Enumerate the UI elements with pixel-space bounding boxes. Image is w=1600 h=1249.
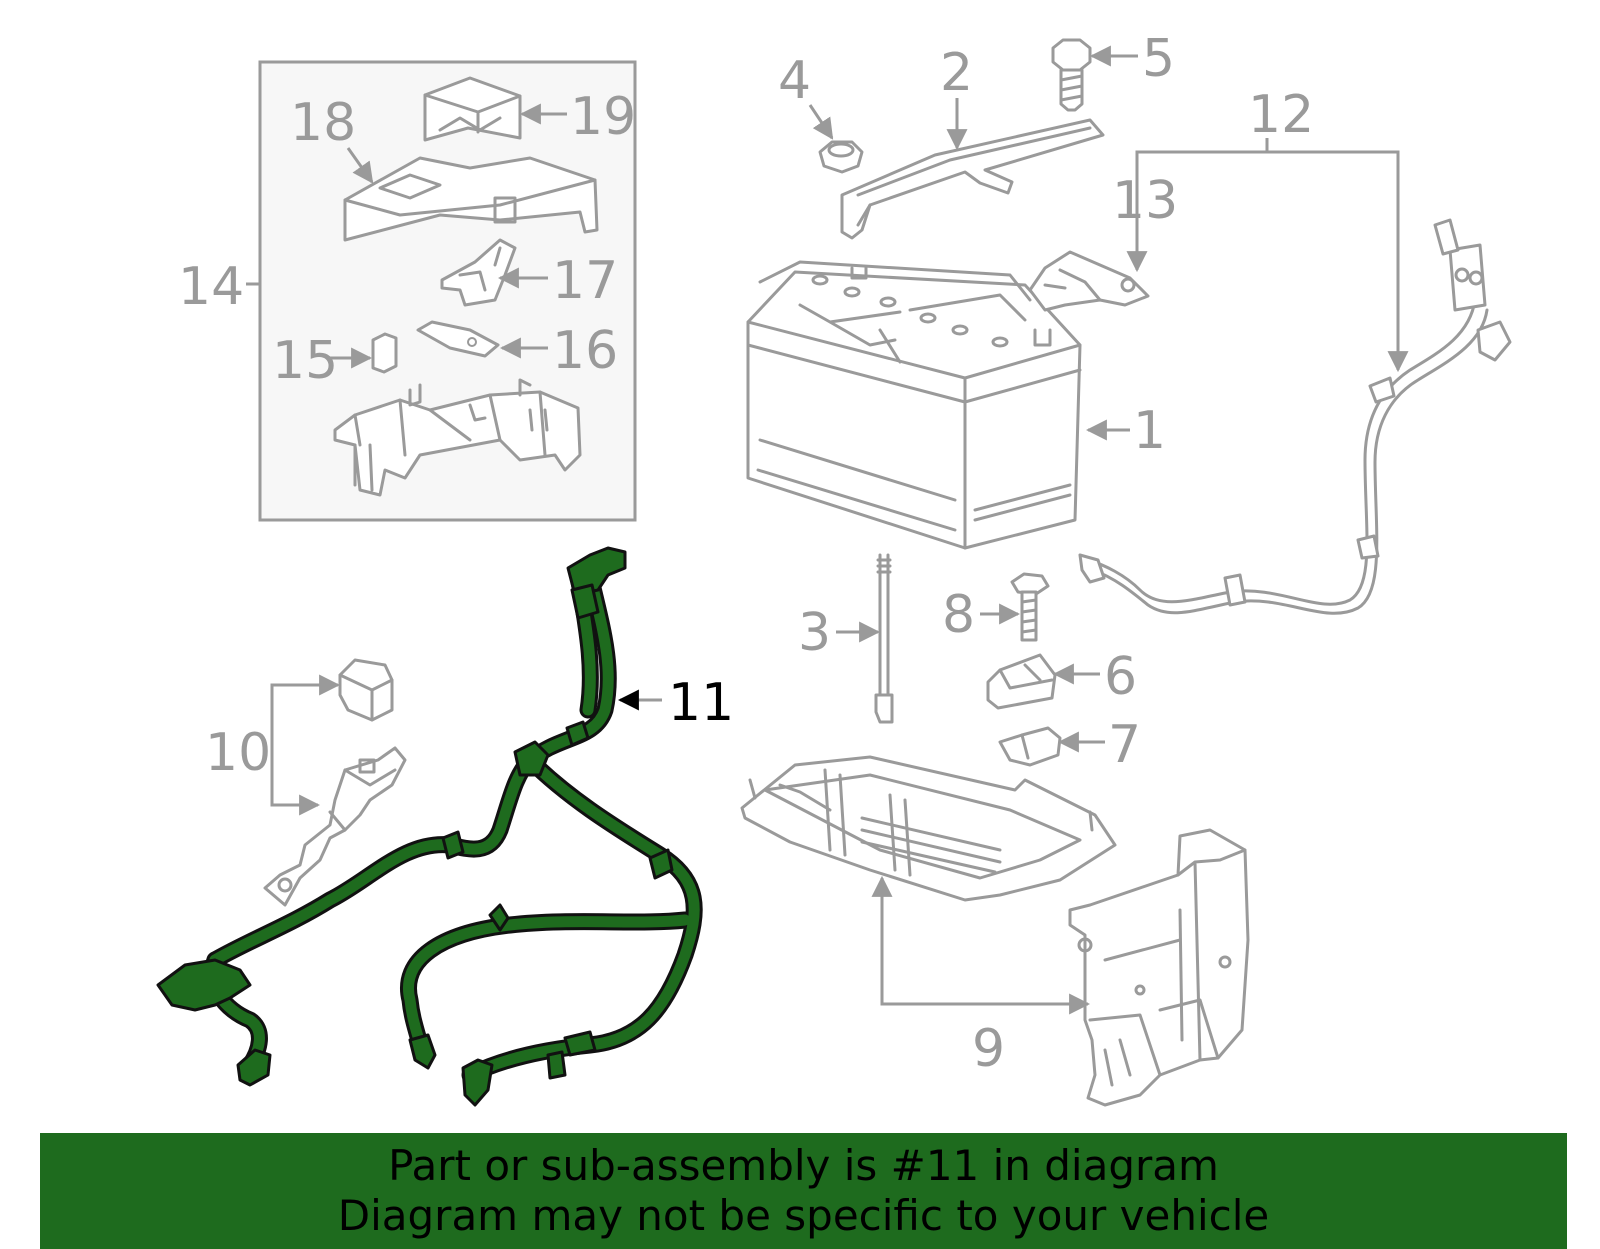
part-3-hold-down-rod <box>874 553 894 724</box>
callout-labels: 1 2 3 4 5 6 7 8 9 10 11 12 13 14 15 16 1… <box>178 29 1314 1079</box>
part-2-hold-down-bracket <box>840 118 1105 240</box>
callout-label-14: 14 <box>178 257 244 317</box>
part-13-terminal-clamp <box>1028 250 1150 312</box>
harness-clip-right <box>648 848 674 880</box>
junction-block-base <box>333 378 582 497</box>
callout-label-1: 1 <box>1133 401 1166 461</box>
callout-label-6: 6 <box>1104 647 1137 707</box>
harness-mid-clip <box>565 720 590 747</box>
callout-label-15: 15 <box>272 331 338 391</box>
callout-label-11: 11 <box>668 673 734 733</box>
callout-label-5: 5 <box>1142 29 1175 89</box>
harness-left-connector <box>156 958 252 1012</box>
harness-top-tab <box>488 903 510 932</box>
harness-top-connector <box>570 583 600 620</box>
callout-label-17: 17 <box>552 251 618 311</box>
callout-label-9: 9 <box>972 1019 1005 1079</box>
part-9-battery-tray <box>740 755 1117 902</box>
callout-label-10: 10 <box>205 723 271 783</box>
harness-bottom-tab <box>546 1050 567 1080</box>
harness-cables-core <box>206 569 700 1081</box>
part-15-terminal <box>371 332 398 374</box>
harness-left-terminal <box>236 1048 272 1087</box>
part-11-battery-cable-harness <box>156 546 703 1107</box>
part-19-cover <box>423 76 522 142</box>
callout-label-4: 4 <box>778 51 811 111</box>
part-4-nut <box>818 140 864 174</box>
part-17-bracket <box>440 238 517 307</box>
banner-line-disclaimer: Diagram may not be specific to your vehi… <box>337 1191 1270 1240</box>
part-8-bolt <box>1010 572 1050 642</box>
part-1-battery <box>746 260 1082 550</box>
part-9-tray-bracket <box>1068 828 1250 1107</box>
callout-label-3: 3 <box>798 603 831 663</box>
harness-bottom-terminal <box>461 1058 494 1107</box>
harness-bottom-clip <box>563 1030 597 1057</box>
callout-label-12: 12 <box>1248 85 1314 145</box>
part-5-bolt <box>1051 38 1092 112</box>
part-16-clip <box>416 320 500 358</box>
callout-label-7: 7 <box>1108 715 1141 775</box>
callout-label-13: 13 <box>1112 171 1178 231</box>
banner-line-part: Part or sub-assembly is #11 in diagram <box>388 1141 1219 1190</box>
part-18-fuse-cover <box>343 156 599 242</box>
fuse-box-assembly-group <box>258 60 637 522</box>
harness-center-terminal <box>408 1033 437 1070</box>
harness-clip-left <box>441 830 465 860</box>
part-6-spacer-block <box>986 653 1057 710</box>
part-12-positive-cable <box>1078 218 1512 615</box>
leader-lines <box>246 45 1409 1015</box>
callout-label-19: 19 <box>570 87 636 147</box>
callout-label-16: 16 <box>552 321 618 381</box>
callout-label-2: 2 <box>940 43 973 103</box>
part-10-connectors <box>263 658 407 907</box>
harness-junction-clip <box>513 740 550 777</box>
callout-label-8: 8 <box>942 585 975 645</box>
info-banner: Part or sub-assembly is #11 in diagram D… <box>40 1133 1567 1249</box>
part-7-clip <box>998 726 1062 767</box>
callout-label-18: 18 <box>290 93 356 153</box>
